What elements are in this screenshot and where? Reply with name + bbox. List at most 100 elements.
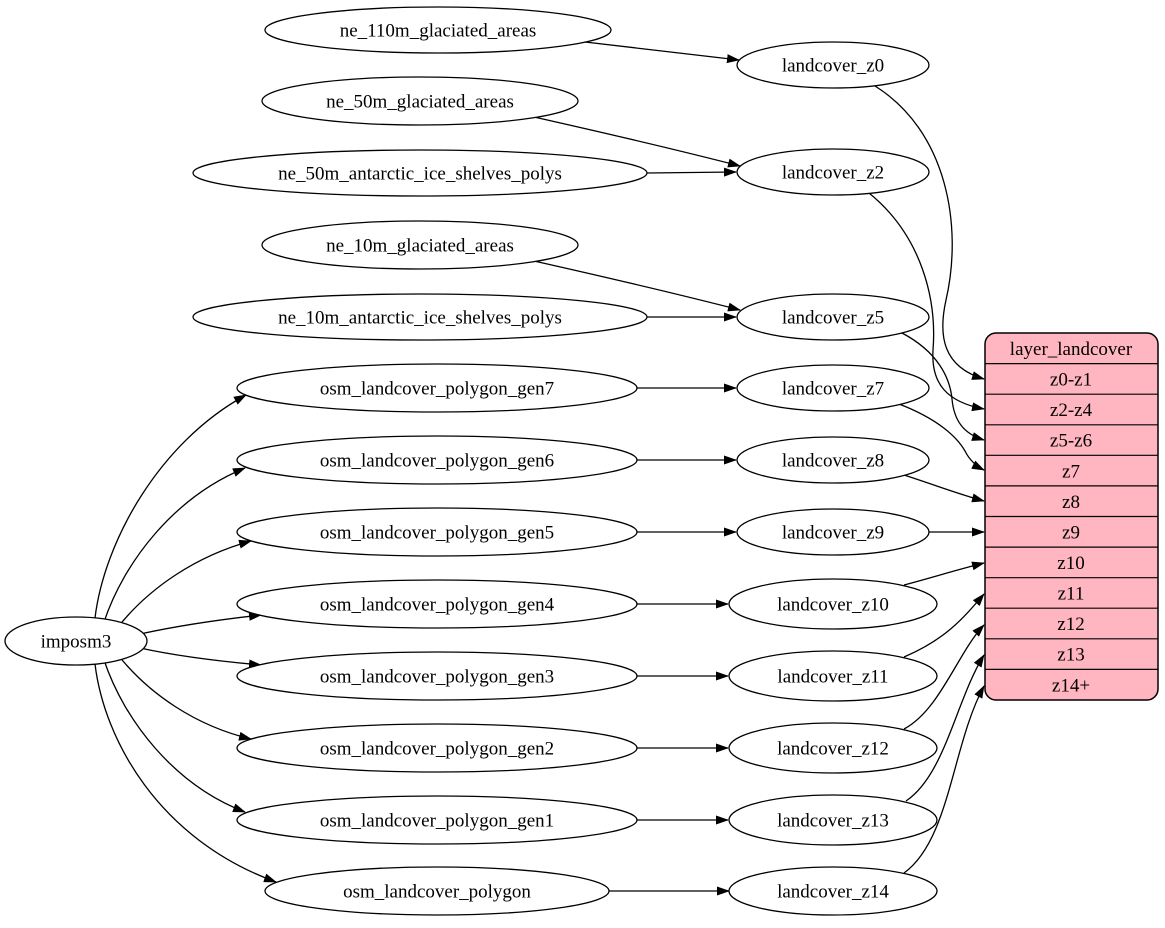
source-label: osm_landcover_polygon_gen1 [320, 811, 554, 832]
intermediate-label: landcover_z13 [777, 811, 889, 832]
edge-landcover_z0-row-z0-z1 [874, 85, 985, 380]
record-row-z13: z13 [1057, 645, 1084, 666]
edge-imposm3-osm_landcover_polygon_gen4 [139, 611, 262, 635]
source-ellipse [261, 76, 579, 126]
edge-landcover_z14-row-z14plus [903, 685, 985, 874]
edge-imposm3-osm_landcover_polygon_gen6 [103, 467, 246, 623]
record-row-z14plus: z14+ [1052, 675, 1090, 696]
edge-landcover_z12-row-z12 [903, 624, 985, 730]
node-source-osm_landcover_polygon_gen2: osm_landcover_polygon_gen2 [236, 723, 638, 773]
intermediate-ellipse [736, 508, 930, 556]
edge-landcover_z8-row-z8 [903, 474, 985, 503]
node-source-ne_10m_antarctic_ice_shelves_polys: ne_10m_antarctic_ice_shelves_polys [192, 293, 648, 341]
record-row-z9: z9 [1062, 522, 1080, 543]
source-label: osm_landcover_polygon [343, 882, 531, 903]
node-landcover_z0: landcover_z0 [736, 41, 930, 89]
edge-imposm3-osm_landcover_polygon_gen1 [103, 659, 246, 813]
source-ellipse [236, 723, 638, 773]
node-landcover_z14: landcover_z14 [728, 866, 938, 916]
node-source-osm_landcover_polygon_gen5: osm_landcover_polygon_gen5 [236, 507, 638, 557]
node-landcover_z13: landcover_z13 [728, 794, 938, 846]
edge-imposm3-osm_landcover_polygon_gen3 [139, 647, 262, 669]
record-row-z2-z4: z2-z4 [1050, 400, 1093, 421]
intermediate-ellipse [736, 41, 930, 89]
node-landcover_z12: landcover_z12 [728, 722, 938, 774]
intermediate-label: landcover_z14 [777, 882, 889, 903]
intermediate-label: landcover_z7 [782, 379, 884, 400]
edge-landcover_z11-row-z11 [903, 593, 985, 658]
source-label: osm_landcover_polygon_gen2 [320, 739, 554, 760]
node-landcover_z7: landcover_z7 [736, 364, 930, 412]
source-label: osm_landcover_polygon_gen6 [320, 451, 554, 472]
source-label: ne_50m_antarctic_ice_shelves_polys [278, 164, 562, 185]
record-row-z8: z8 [1062, 492, 1080, 513]
intermediate-ellipse [728, 650, 938, 702]
edge-ne_50m_antarctic_ice_shelves_polys-landcover_z2 [646, 167, 737, 177]
node-source-osm_landcover_polygon: osm_landcover_polygon [264, 866, 610, 916]
edge-imposm3-osm_landcover_polygon_gen5 [117, 539, 252, 628]
intermediate-ellipse [736, 436, 930, 484]
source-ellipse [236, 795, 638, 845]
node-source-osm_landcover_polygon_gen6: osm_landcover_polygon_gen6 [236, 435, 638, 485]
intermediate-label: landcover_z2 [782, 163, 884, 184]
source-ellipse [264, 6, 612, 54]
node-source-osm_landcover_polygon_gen4: osm_landcover_polygon_gen4 [236, 579, 638, 629]
node-landcover_z10: landcover_z10 [728, 578, 938, 630]
node-source-osm_landcover_polygon_gen3: osm_landcover_polygon_gen3 [236, 651, 638, 701]
node-source-ne_50m_antarctic_ice_shelves_polys: ne_50m_antarctic_ice_shelves_polys [192, 149, 648, 197]
source-label: osm_landcover_polygon_gen5 [320, 523, 554, 544]
source-ellipse [264, 866, 610, 916]
node-imposm3: imposm3 [4, 616, 148, 666]
node-landcover_z2: landcover_z2 [736, 148, 930, 196]
source-label: osm_landcover_polygon_gen4 [320, 595, 555, 616]
edge-imposm3-osm_landcover_polygon [94, 663, 277, 883]
source-ellipse [236, 435, 638, 485]
edge-ne_110m_glaciated_areas-landcover_z0 [584, 41, 740, 64]
node-landcover_z11: landcover_z11 [728, 650, 938, 702]
intermediate-label: landcover_z12 [777, 739, 889, 760]
imposm3-label: imposm3 [41, 632, 112, 653]
node-source-ne_10m_glaciated_areas: ne_10m_glaciated_areas [261, 220, 579, 270]
edge-imposm3-osm_landcover_polygon_gen7 [94, 394, 247, 619]
record-row-z0-z1: z0-z1 [1050, 370, 1092, 391]
source-label: ne_10m_glaciated_areas [326, 236, 514, 257]
intermediate-label: landcover_z11 [777, 667, 888, 688]
intermediate-label: landcover_z10 [777, 595, 889, 616]
source-label: ne_10m_antarctic_ice_shelves_polys [278, 308, 562, 329]
intermediate-label: landcover_z5 [782, 308, 884, 329]
node-source-ne_110m_glaciated_areas: ne_110m_glaciated_areas [264, 6, 612, 54]
node-landcover_z8: landcover_z8 [736, 436, 930, 484]
node-landcover_z5: landcover_z5 [736, 293, 930, 341]
source-ellipse [236, 651, 638, 701]
record-row-z12: z12 [1057, 614, 1084, 635]
record-title: layer_landcover [1010, 339, 1133, 360]
intermediate-ellipse [736, 148, 930, 196]
source-ellipse [236, 363, 638, 413]
edge-landcover_z10-row-z10 [903, 561, 985, 586]
intermediate-label: landcover_z8 [782, 451, 884, 472]
node-source-osm_landcover_polygon_gen1: osm_landcover_polygon_gen1 [236, 795, 638, 845]
intermediate-label: landcover_z0 [782, 56, 884, 77]
edge-ne_50m_glaciated_areas-landcover_z2 [533, 116, 741, 168]
intermediate-ellipse [728, 578, 938, 630]
node-landcover_z9: landcover_z9 [736, 508, 930, 556]
intermediate-ellipse [728, 866, 938, 916]
edge-ne_10m_glaciated_areas-landcover_z5 [533, 260, 741, 312]
edge-landcover_z7-row-z7 [898, 403, 985, 471]
node-source-ne_50m_glaciated_areas: ne_50m_glaciated_areas [261, 76, 579, 126]
imposm3-ellipse [4, 616, 148, 666]
node-source-osm_landcover_polygon_gen7: osm_landcover_polygon_gen7 [236, 363, 638, 413]
intermediate-ellipse [728, 722, 938, 774]
edge-landcover_z13-row-z13 [905, 654, 985, 802]
intermediate-ellipse [736, 293, 930, 341]
node-layer_landcover: layer_landcover z0-z1 z2-z4 z5-z6 z7 z8 … [984, 332, 1159, 701]
source-ellipse [192, 293, 648, 341]
record-row-z10: z10 [1057, 553, 1084, 574]
source-ellipse [236, 507, 638, 557]
intermediate-ellipse [736, 364, 930, 412]
source-label: osm_landcover_polygon_gen7 [320, 379, 554, 400]
intermediate-label: landcover_z9 [782, 523, 884, 544]
source-ellipse [236, 579, 638, 629]
edge-layer [94, 41, 985, 896]
